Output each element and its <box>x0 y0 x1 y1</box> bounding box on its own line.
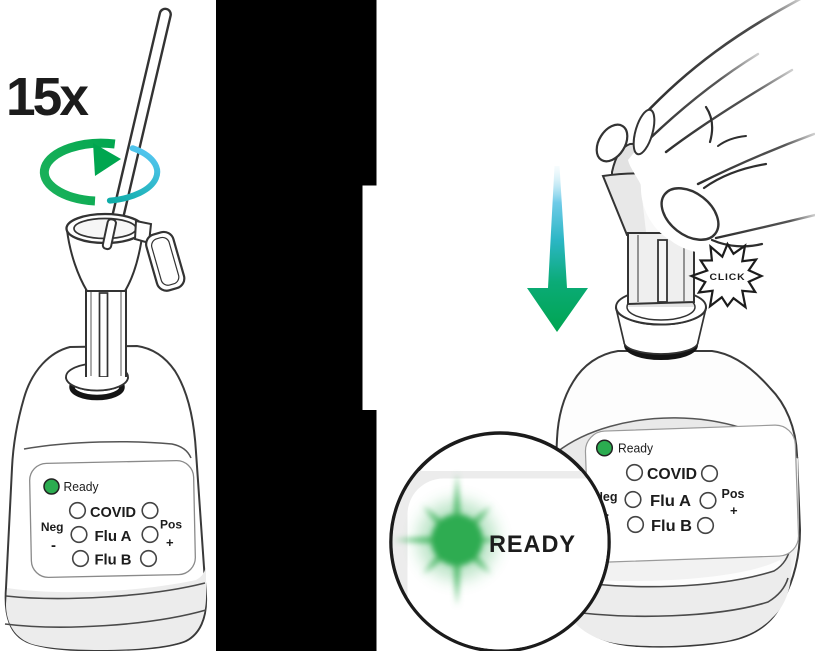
ready-label-right: Ready <box>618 442 654 456</box>
stir-arrow-blue-arc <box>106 145 161 204</box>
stir-arrow-green-arc <box>39 138 116 206</box>
stir-arrow-head <box>93 143 121 176</box>
ready-flash-star <box>393 473 501 606</box>
click-burst: CLICK <box>688 241 765 310</box>
repeat-count-label: 15x <box>6 67 89 127</box>
ready-label-left: Ready <box>64 480 100 494</box>
thumb-top-edge <box>702 162 768 190</box>
divider-black-band <box>216 0 377 651</box>
vial-center-post <box>657 239 668 303</box>
flub-neg-window-right <box>626 515 645 534</box>
cup-center-post <box>98 292 109 378</box>
cup-upper-body <box>65 229 145 292</box>
swab-inside-cup <box>101 218 117 251</box>
covid-neg-window-right <box>625 463 644 482</box>
middle-finger-edge <box>664 68 794 154</box>
ready-led-left <box>43 478 60 495</box>
flua-neg-window-left <box>70 525 88 544</box>
ready-magnifier: READY <box>389 431 611 651</box>
flua-label-left: Flu A <box>95 528 132 545</box>
step2-illustration: Ready COVID Neg Flu A Pos - + Flu B <box>389 0 815 651</box>
press-down-arrow <box>527 166 588 332</box>
plus-label-left: + <box>166 535 174 550</box>
flua-pos-window-left <box>141 525 159 544</box>
pos-label-right: Pos <box>722 487 745 501</box>
index-fingertip <box>595 123 629 163</box>
flua-label-right: Flu A <box>650 493 691 510</box>
flub-label-left: Flu B <box>95 552 132 569</box>
device-base-left <box>6 566 207 650</box>
covid-label-left: COVID <box>90 504 136 521</box>
ready-led-right <box>595 439 614 457</box>
flub-label-right: Flu B <box>651 518 692 535</box>
finger-crease <box>704 105 714 144</box>
step1-illustration: Ready COVID Neg Flu A Pos - + Flu B <box>4 7 208 651</box>
flub-pos-window-left <box>139 549 158 568</box>
click-burst-shape <box>688 241 765 310</box>
divider-white-bar <box>362 185 377 410</box>
flub-neg-window-left <box>71 549 90 568</box>
pos-label-left: Pos <box>160 518 182 532</box>
knuckle-crease <box>717 135 747 147</box>
plus-label-right: + <box>730 503 738 518</box>
device-face-edge-left <box>23 440 192 459</box>
flub-pos-window-right <box>696 516 715 535</box>
result-panel-right: Ready COVID Neg Flu A Pos - + Flu B <box>584 424 800 563</box>
thumb-bottom-edge <box>710 238 764 248</box>
cap-flap-open <box>145 230 186 292</box>
ring-finger-edge <box>696 132 815 186</box>
ready-callout-label: READY <box>489 531 576 558</box>
covid-pos-window-left <box>141 501 159 520</box>
hand-bottom-edge <box>714 213 815 240</box>
thumb <box>660 187 720 241</box>
index-fingernail <box>632 108 656 156</box>
covid-pos-window-right <box>700 464 719 483</box>
covid-label-right: COVID <box>647 466 697 483</box>
index-finger-top-edge <box>641 0 802 118</box>
click-label: CLICK <box>710 272 746 283</box>
flua-neg-window-right <box>624 490 642 509</box>
hand <box>595 0 815 254</box>
flua-pos-window-right <box>699 491 717 510</box>
device-base-right <box>557 549 792 647</box>
minus-label-left: - <box>51 537 56 554</box>
covid-neg-window-left <box>68 501 87 520</box>
result-panel-left: Ready COVID Neg Flu A Pos - + Flu B <box>29 459 196 578</box>
neg-label-left: Neg <box>41 520 64 534</box>
